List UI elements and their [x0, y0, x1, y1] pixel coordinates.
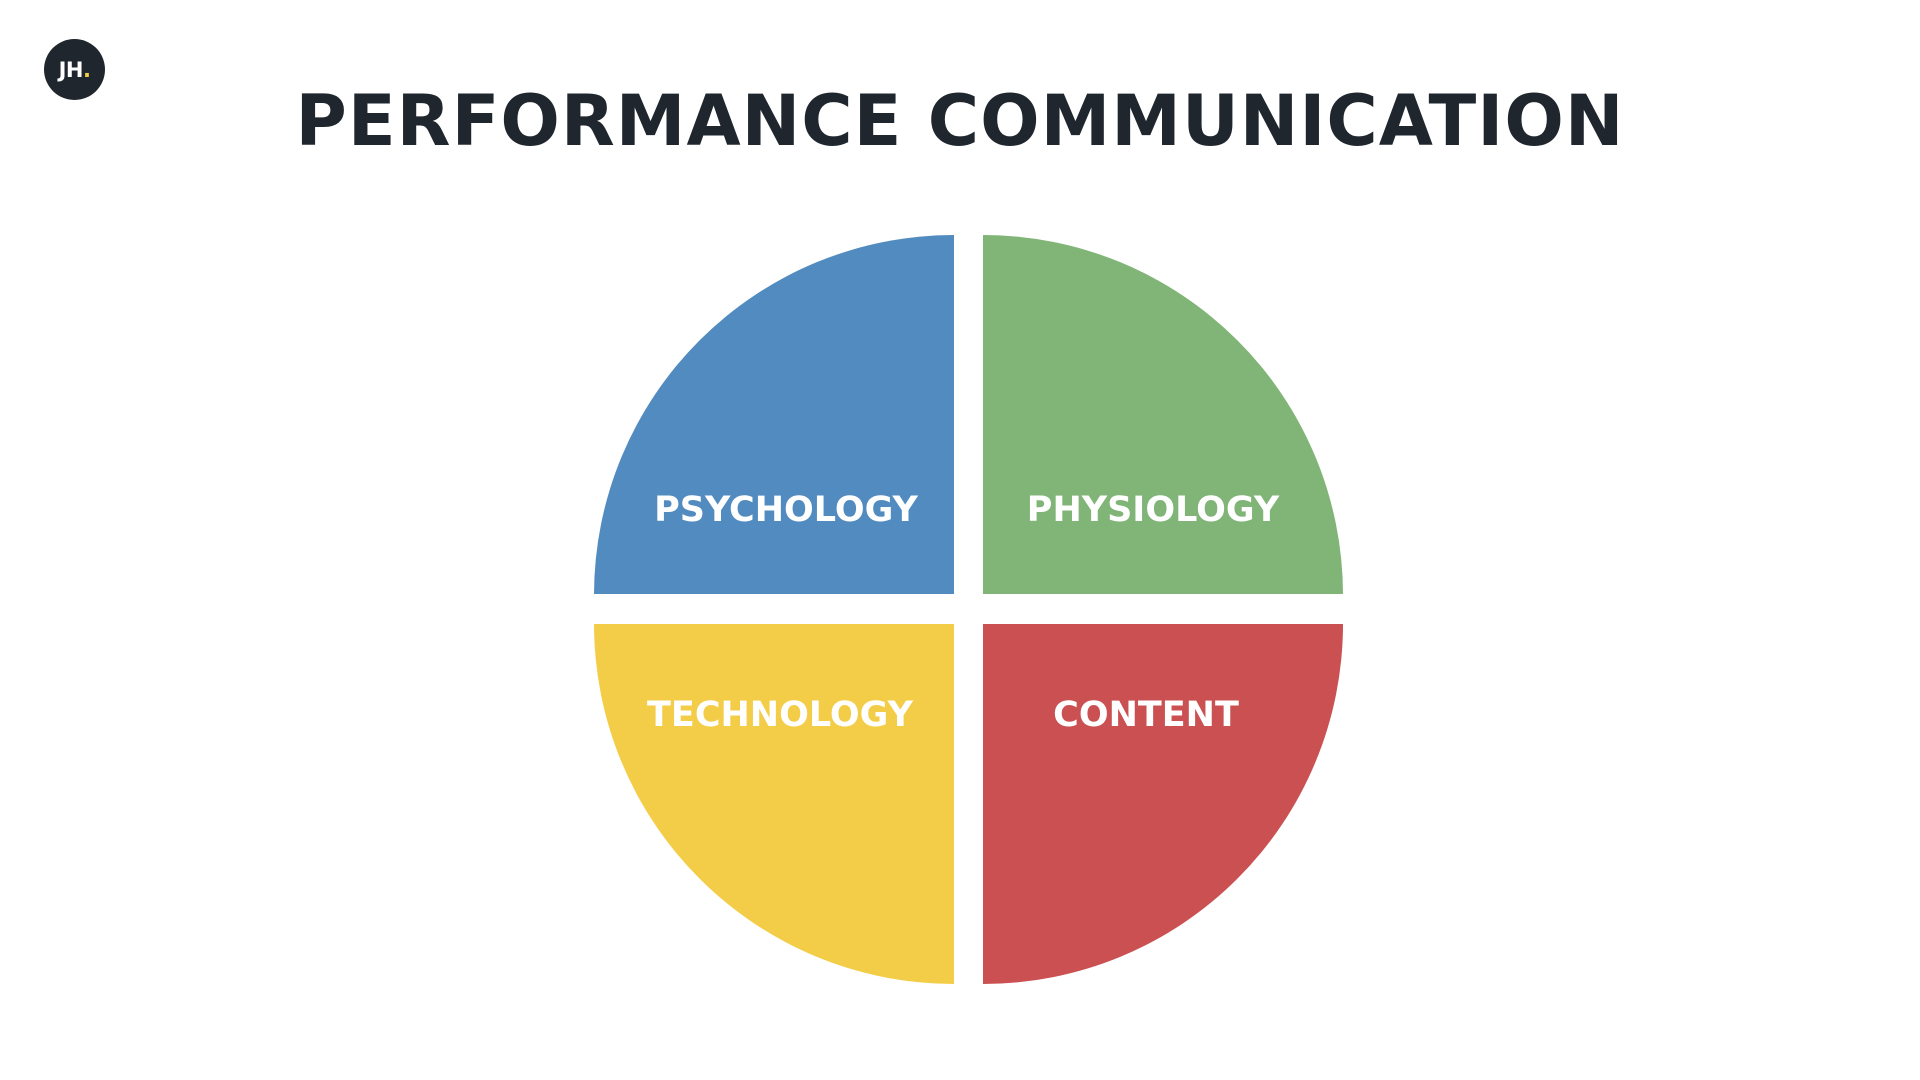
quadrant-content-label: CONTENT — [1053, 695, 1239, 735]
page-title: PERFORMANCE COMMUNICATION — [295, 80, 1625, 162]
logo-badge: JH. — [44, 39, 105, 100]
quadrant-physiology: PHYSIOLOGY — [983, 235, 1343, 594]
quadrant-technology-shape — [594, 624, 954, 984]
quadrant-physiology-label: PHYSIOLOGY — [1027, 490, 1280, 530]
logo-initials: JH — [58, 57, 84, 82]
logo-dot: . — [82, 57, 91, 82]
quadrant-psychology-label: PSYCHOLOGY — [654, 490, 918, 530]
quadrant-psychology-shape — [594, 235, 954, 594]
quadrant-psychology: PSYCHOLOGY — [594, 235, 954, 594]
quadrant-physiology-shape — [983, 235, 1343, 594]
quadrant-technology: TECHNOLOGY — [594, 624, 954, 984]
quadrant-content-shape — [983, 624, 1343, 984]
quadrant-technology-label: TECHNOLOGY — [647, 695, 914, 735]
quadrant-content: CONTENT — [983, 624, 1343, 984]
